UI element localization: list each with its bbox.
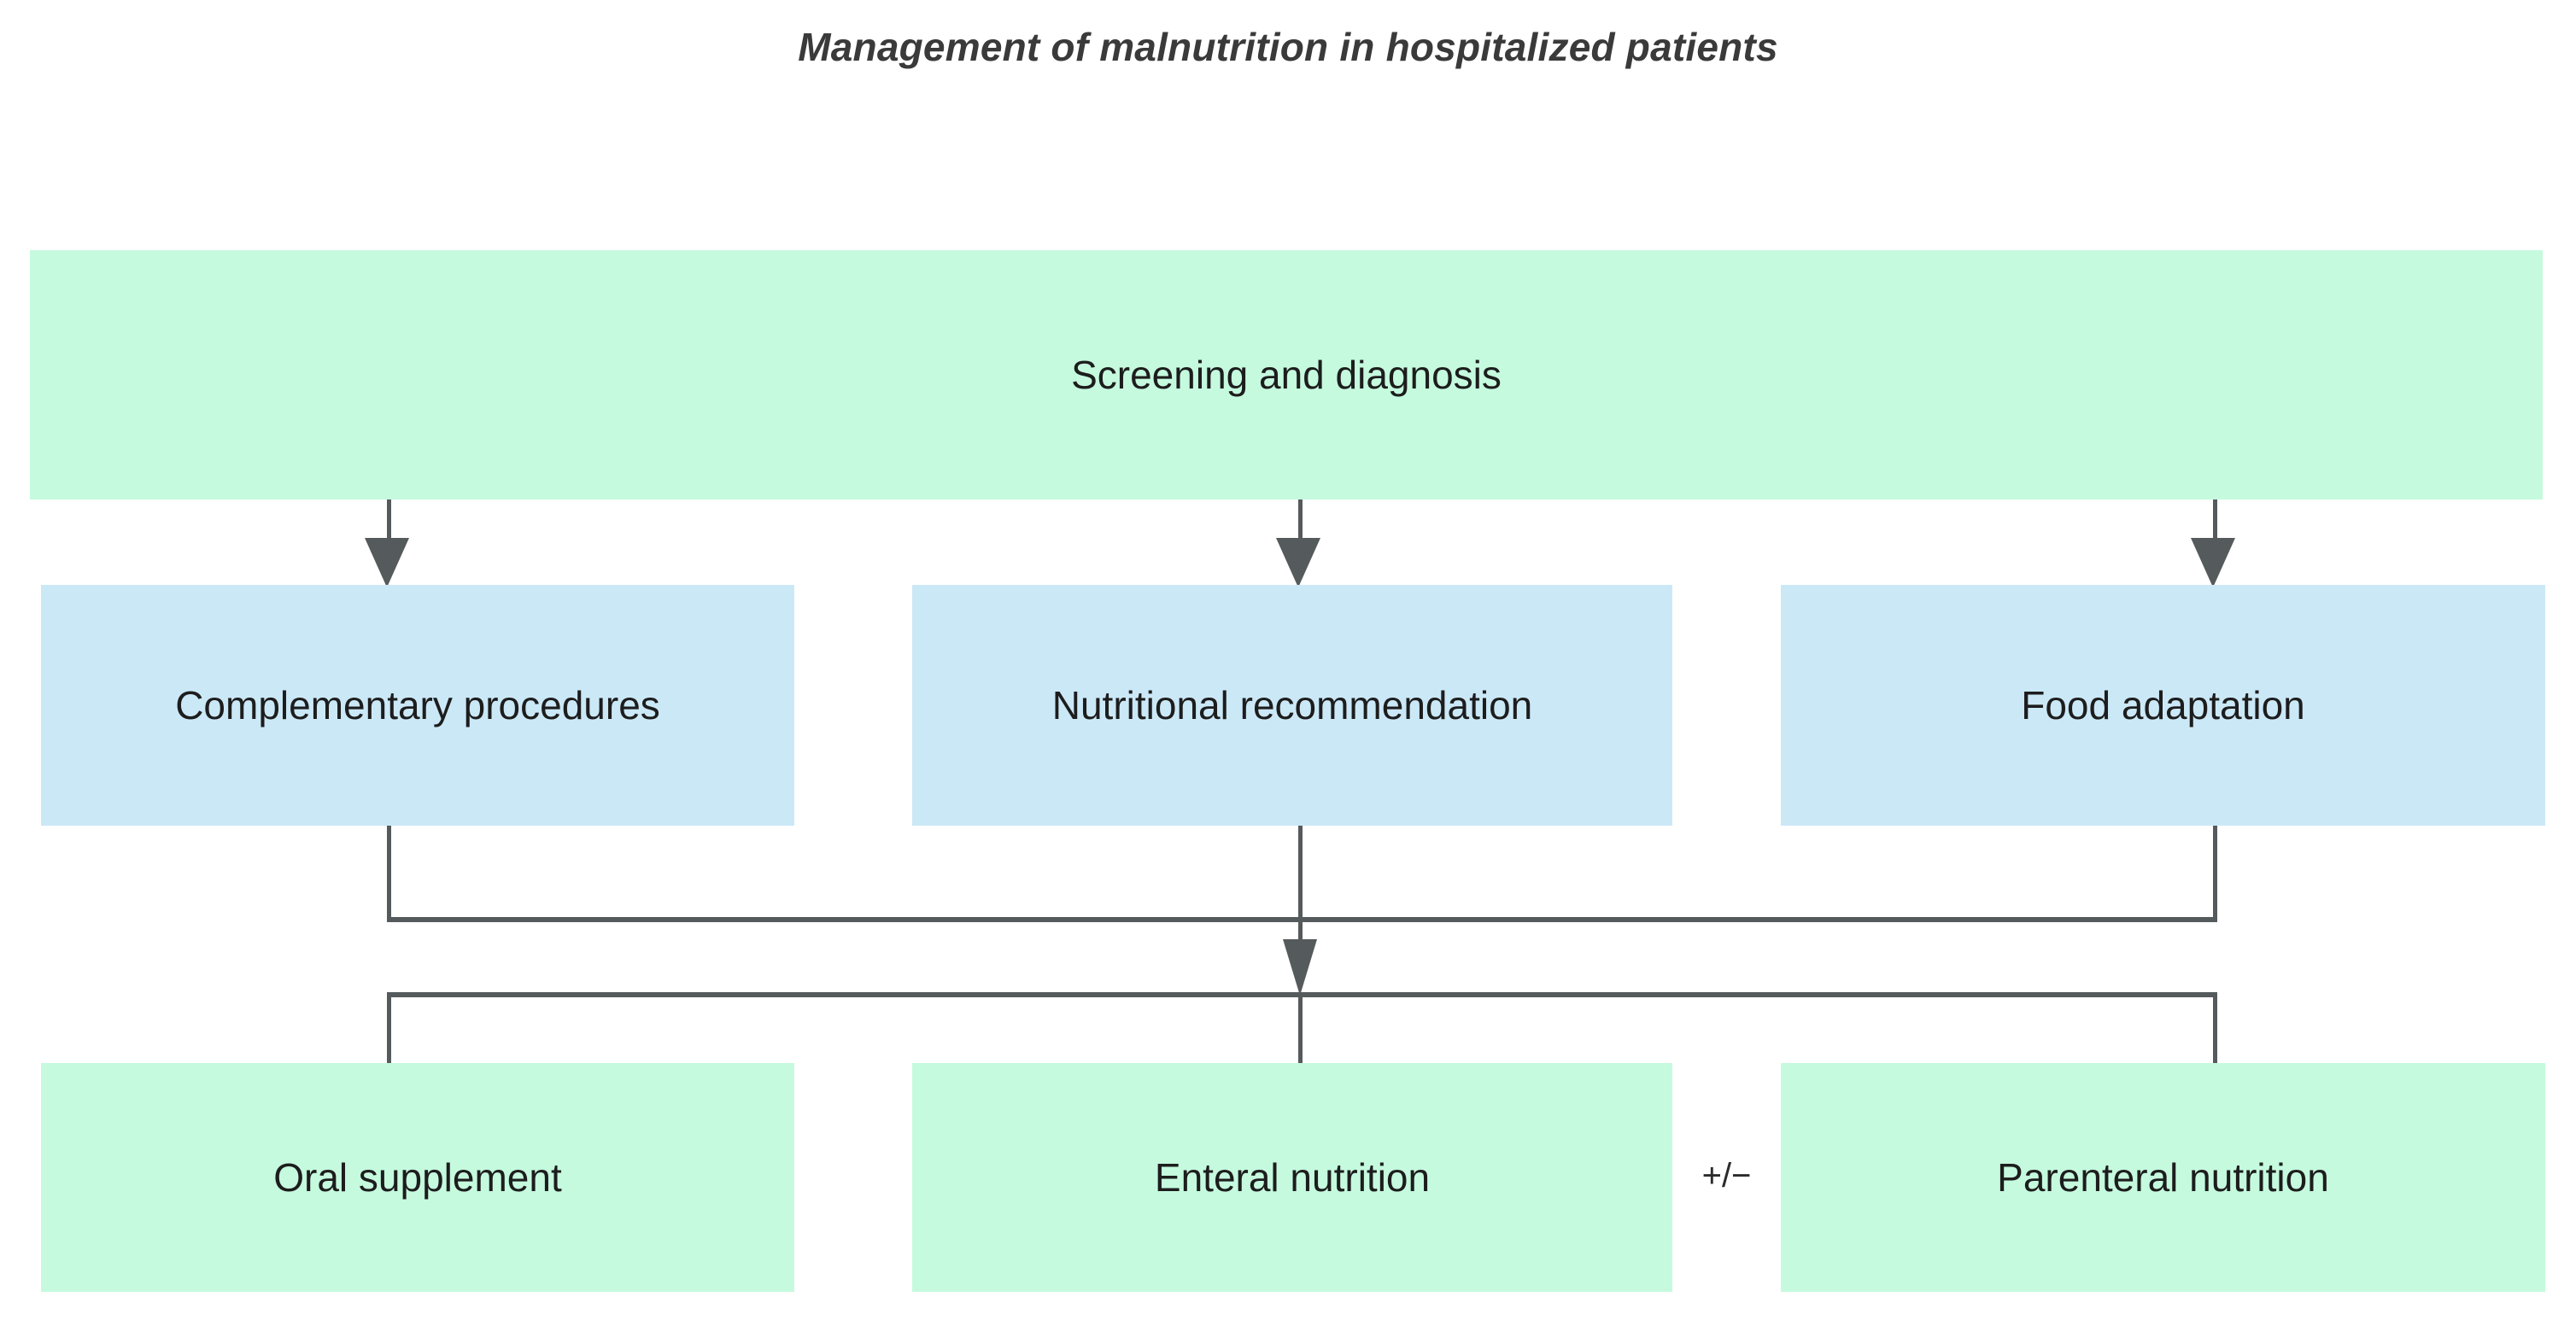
connector-screening-to-food-stem	[2213, 500, 2217, 544]
node-label: Nutritional recommendation	[1051, 682, 1533, 727]
connector-merge-to-split-stem	[1298, 917, 1303, 953]
arrowhead-down-icon	[1276, 538, 1320, 587]
node-food-adaptation: Food adaptation	[1781, 585, 2545, 826]
plus-minus-annotation: +/−	[1701, 1157, 1752, 1195]
node-label: Complementary procedures	[175, 682, 660, 727]
node-complementary-procedures: Complementary procedures	[41, 585, 794, 826]
node-label: Screening and diagnosis	[1071, 352, 1502, 397]
connector-nutritional-drop	[1298, 826, 1303, 922]
connector-parenteral-riser	[2213, 992, 2217, 1065]
node-oral-supplement: Oral supplement	[41, 1063, 794, 1292]
node-enteral-nutrition: Enteral nutrition	[912, 1063, 1672, 1292]
connector-screening-to-nutritional-stem	[1298, 500, 1303, 544]
node-parenteral-nutrition: Parenteral nutrition	[1781, 1063, 2545, 1292]
arrowhead-down-icon	[365, 538, 409, 587]
node-label: Food adaptation	[2021, 682, 2305, 727]
connector-screening-to-complementary-stem	[387, 500, 391, 544]
connector-complementary-drop	[387, 826, 391, 922]
connector-enteral-riser	[1298, 992, 1303, 1065]
page-title: Management of malnutrition in hospitaliz…	[798, 25, 1778, 69]
arrowhead-down-icon	[1283, 939, 1317, 996]
node-label: Oral supplement	[273, 1154, 562, 1200]
connector-oral-riser	[387, 992, 391, 1065]
node-label: Parenteral nutrition	[1997, 1154, 2329, 1200]
node-label: Enteral nutrition	[1154, 1154, 1431, 1200]
arrowhead-down-icon	[2191, 538, 2235, 587]
connector-food-drop	[2213, 826, 2217, 922]
node-screening-and-diagnosis: Screening and diagnosis	[30, 250, 2543, 500]
node-nutritional-recommendation: Nutritional recommendation	[912, 585, 1672, 826]
